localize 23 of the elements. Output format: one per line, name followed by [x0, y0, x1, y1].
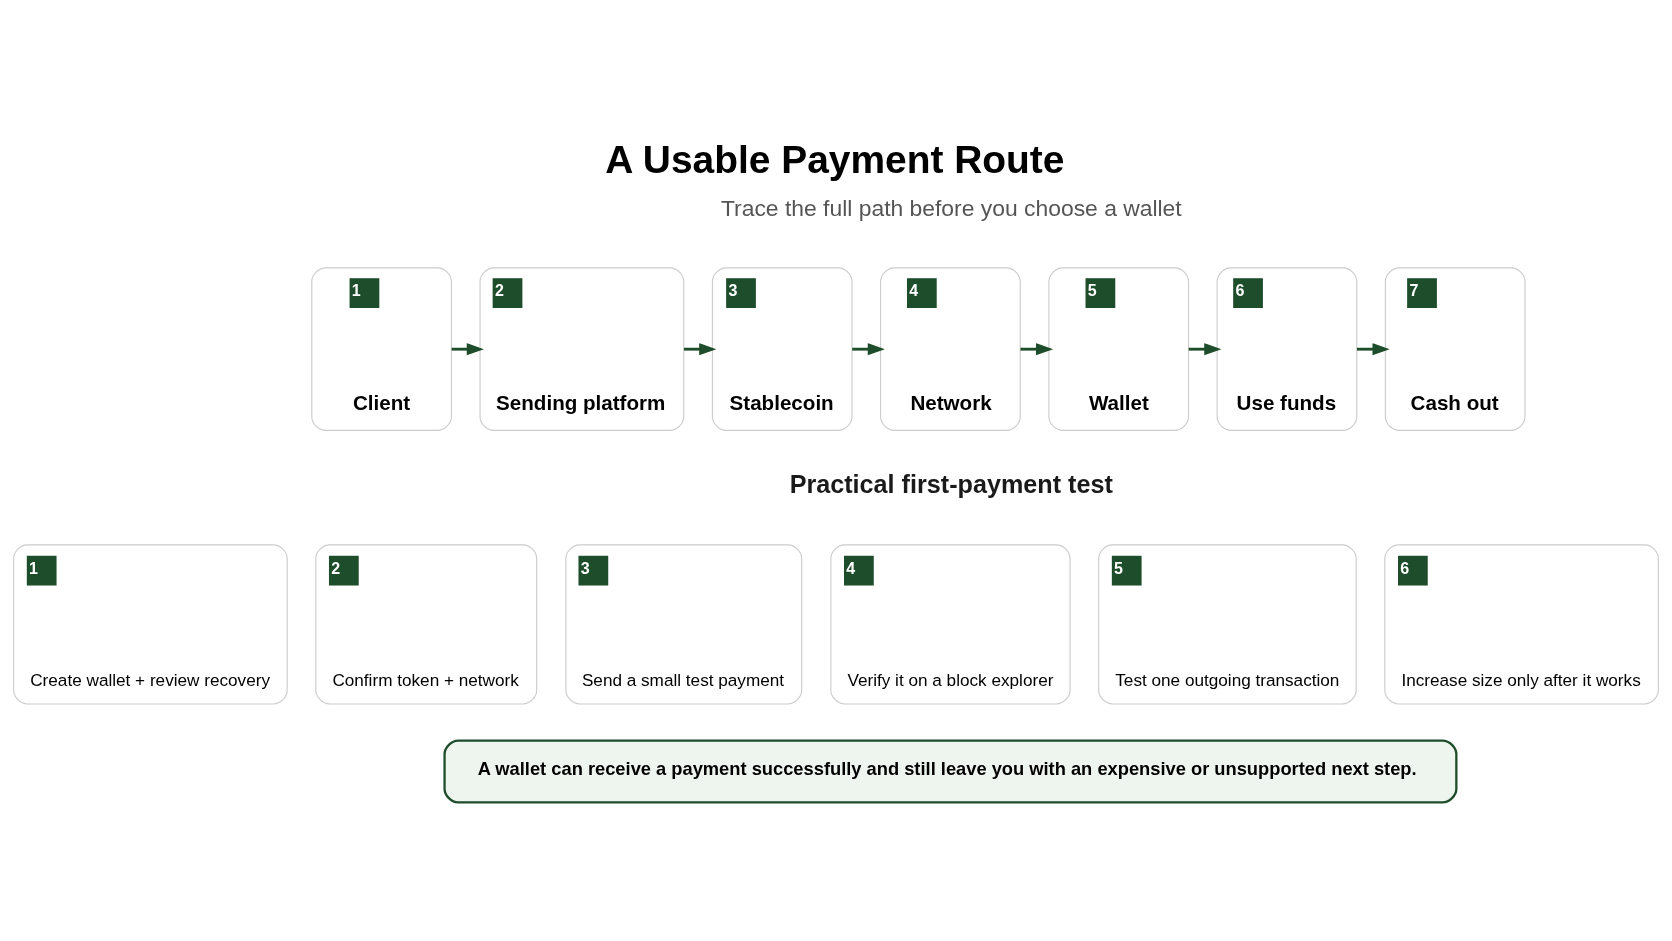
node-box: 3 Stablecoin: [711, 267, 853, 431]
node-box: 5 Wallet: [1048, 267, 1190, 431]
arrow: [451, 343, 484, 356]
diagram-title: A Usable Payment Route: [605, 138, 1065, 182]
node-box: 2 Confirm token + network: [315, 544, 538, 705]
arrow: [1020, 343, 1054, 356]
arrow: [852, 343, 885, 356]
label: Trace the full path before you choose a wallet: [720, 195, 1182, 222]
arrow: [684, 343, 717, 356]
label: Practical first-payment test: [789, 469, 1113, 498]
node-box: 6 Increase size only after it works: [1384, 544, 1659, 705]
node-box: 7 Cash out: [1384, 267, 1526, 431]
node-box: 3 Send a small test payment: [565, 544, 803, 705]
node-box: 4 Verify it on a block explorer: [830, 544, 1071, 705]
arrow: [1188, 343, 1222, 356]
node-box: 1 Client: [311, 267, 452, 431]
node-box: 6 Use funds: [1216, 267, 1358, 431]
node-box: 5 Test one outgoing transaction: [1098, 544, 1357, 705]
node-box: 4 Network: [880, 267, 1021, 431]
node-box: 2 Sending platform: [479, 267, 685, 431]
node-box: 1 Create wallet + review recovery: [13, 544, 288, 705]
arrow: [1356, 343, 1390, 356]
node-box: A wallet can receive a payment successfully and still leave you with an expensive or unsupported next step.: [443, 739, 1458, 804]
